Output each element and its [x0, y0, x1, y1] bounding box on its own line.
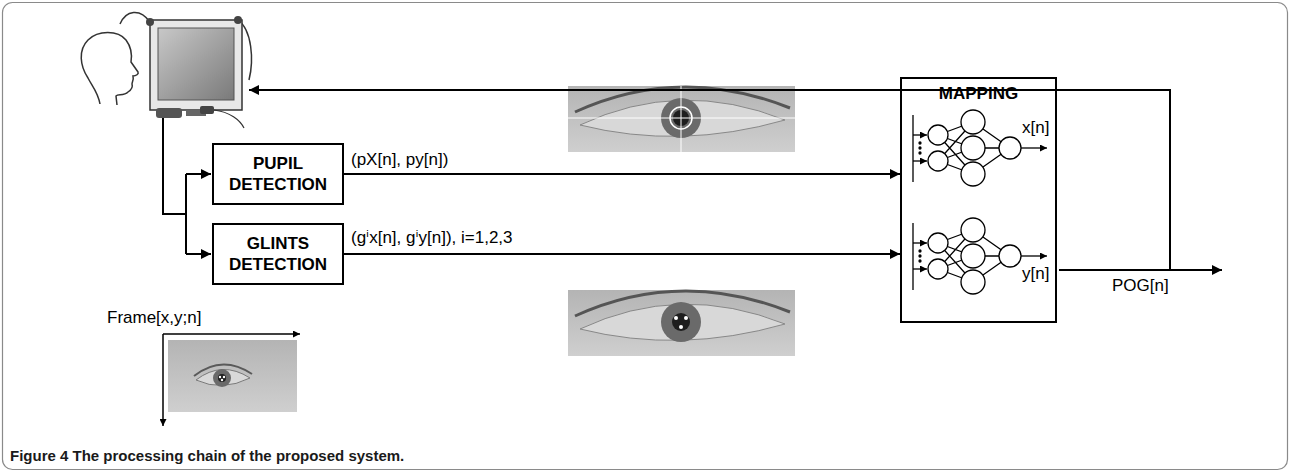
frame-eye-photo-part: [223, 376, 225, 378]
neural-network-x-part: [961, 136, 985, 160]
process-box: PUPIL DETECTION: [212, 143, 344, 205]
neural-network-x-part: [913, 134, 927, 135]
frame-eye-photo-part: [221, 379, 223, 381]
signal-arrow: [344, 173, 900, 175]
neural-network-x-part: [928, 125, 948, 145]
box-text: GLINTS DETECTION: [222, 233, 334, 276]
user-head: [81, 33, 138, 106]
frame-eye-photo-part: [213, 369, 231, 387]
signal-label: (gⁱx[n], gⁱy[n]), i=1,2,3: [349, 228, 515, 248]
neural-network-y-part: [961, 270, 985, 294]
neural-network-y-part: [913, 242, 927, 243]
video-stream-lines: [163, 118, 211, 254]
glints-eye-photo: [568, 290, 795, 356]
pupil-eye-photo-part: [568, 86, 795, 152]
video-stream-lines-part: [163, 118, 186, 214]
neural-network-y-part: [919, 255, 921, 257]
pupil-eye-photo-part: [670, 107, 692, 129]
pupil-eye-photo: [568, 86, 795, 152]
glints-eye-photo-part: [661, 302, 701, 342]
neural-network-y-part: [919, 260, 921, 262]
glints-eye-photo-part: [674, 316, 678, 320]
glints-eye-photo-part: [684, 316, 688, 320]
neural-network-y-part: [999, 245, 1021, 267]
neural-network-y-part: [928, 259, 948, 279]
neural-network-x-part: [999, 137, 1021, 159]
neural-network-x-part: [919, 152, 921, 154]
monitor-with-camera-part: [150, 20, 242, 110]
video-stream-lines-part: [186, 253, 211, 255]
frame-label: Frame[x,y;n]: [107, 308, 201, 328]
frame-axes-part: [163, 333, 300, 335]
neural-network-y-part: [928, 233, 948, 253]
video-stream-lines-part: [186, 173, 211, 175]
feedback-lines: [249, 90, 1222, 270]
signal-label: (pX[n], py[n]): [349, 150, 450, 170]
monitor-with-camera-part: [146, 18, 154, 26]
neural-network-x-part: [913, 160, 927, 161]
neural-network-x-part: [961, 110, 985, 134]
neural-network-x-part: [912, 115, 913, 182]
neural-network-y-part: [961, 244, 985, 268]
figure-caption: Figure 4 The processing chain of the pro…: [10, 447, 404, 464]
neural-network-y-part: [919, 250, 921, 252]
video-stream-lines-part: [185, 174, 187, 254]
neural-network-x-part: [919, 142, 921, 144]
monitor-with-camera-part: [234, 16, 242, 24]
feedback-lines-part: [249, 90, 1170, 270]
frame-eye-photo-part: [218, 374, 226, 382]
frame-eye-photo: [168, 340, 297, 412]
user-head-part: [81, 33, 138, 106]
neural-network-x-part: [1021, 147, 1047, 148]
neural-network-y-part: [912, 223, 913, 290]
box-text: PUPIL DETECTION: [222, 153, 334, 196]
monitor-with-camera-part: [214, 110, 244, 128]
neural-network-x-part: [961, 162, 985, 186]
monitor-with-camera-part: [158, 28, 234, 100]
process-box: GLINTS DETECTION: [212, 223, 344, 285]
monitor-with-camera-part: [120, 12, 150, 24]
neural-network-x-part: [919, 147, 921, 149]
signal-arrow: [344, 253, 900, 255]
mapping-box: MAPPING: [900, 77, 1057, 323]
neural-network-y-part: [1021, 255, 1047, 256]
frame-eye-photo-part: [219, 376, 221, 378]
neural-network-x-part: [928, 151, 948, 171]
output-label: y[n]: [1022, 264, 1049, 284]
pupil-eye-photo-part: [568, 86, 795, 152]
monitor-with-camera-part: [200, 106, 214, 114]
glints-eye-photo-part: [568, 290, 795, 356]
neural-network-y-part: [961, 218, 985, 242]
glints-eye-photo-part: [679, 325, 683, 329]
signal-label: POG[n]: [1112, 276, 1169, 296]
frame-axes-part: [162, 334, 164, 426]
box-text: MAPPING: [939, 83, 1018, 104]
output-label: x[n]: [1022, 118, 1049, 138]
neural-network-y-part: [913, 268, 927, 269]
figure-frame: [3, 3, 1288, 470]
monitor-with-camera: [120, 12, 251, 128]
glints-eye-photo-part: [672, 313, 690, 331]
monitor-with-camera-part: [156, 108, 182, 118]
frame-eye-photo-part: [168, 340, 297, 412]
frame-axes: [163, 334, 300, 426]
feedback-lines-part: [1059, 269, 1222, 271]
